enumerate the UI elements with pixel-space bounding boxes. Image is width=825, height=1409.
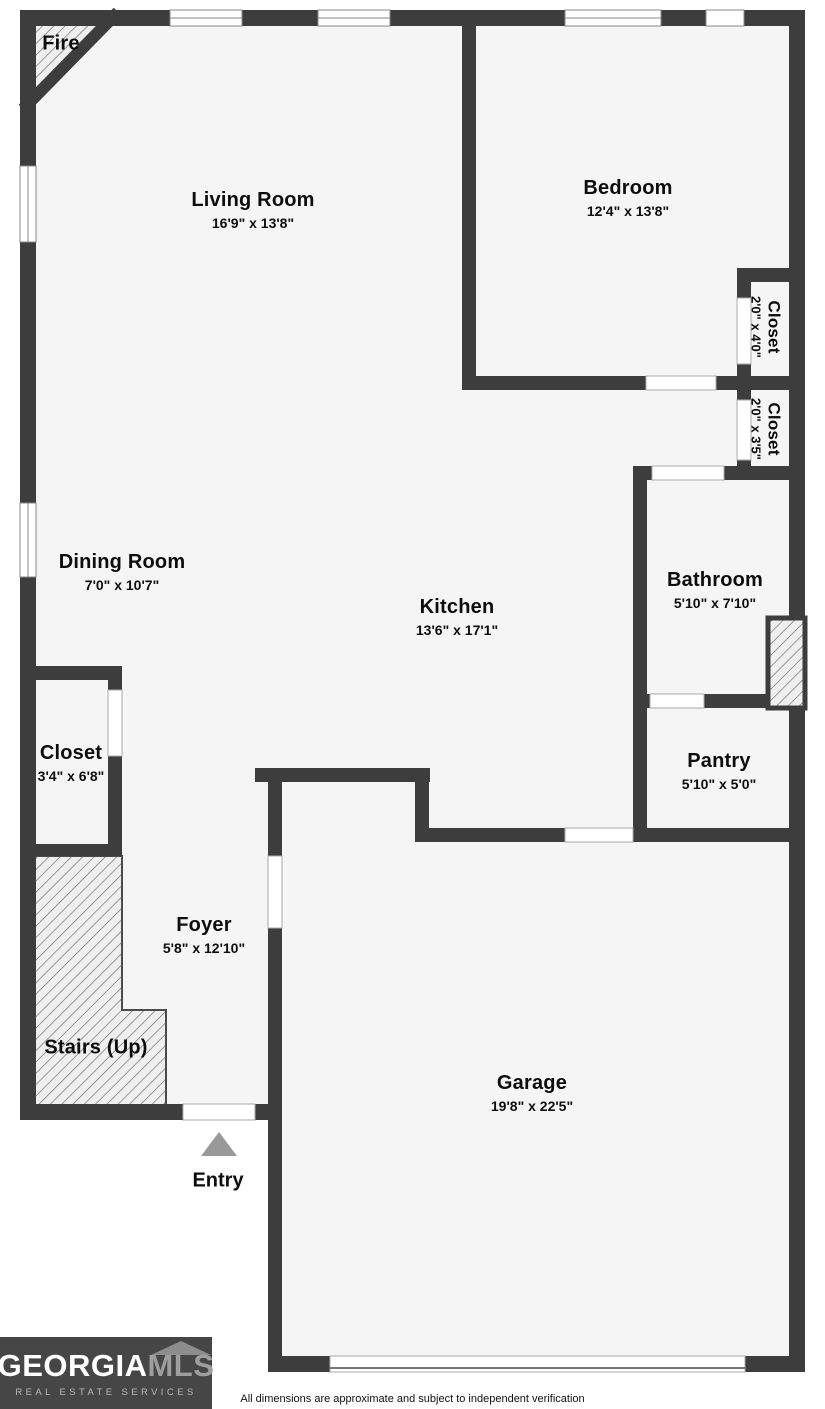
room-label-dining-room: Dining Room 7'0" x 10'7" — [59, 551, 186, 593]
room-label-fire: Fire — [42, 33, 79, 56]
wall — [20, 10, 805, 26]
room-label-kitchen: Kitchen 13'6" x 17'1" — [416, 596, 498, 638]
room-dimensions: 13'6" x 17'1" — [415, 621, 499, 638]
room-dimensions: 2'0" x 4'0" — [749, 296, 765, 358]
room-dimensions: 2'0" x 3'5" — [749, 398, 765, 460]
room-label-pantry: Pantry 5'10" x 5'0" — [682, 750, 756, 792]
wall — [462, 10, 476, 390]
logo-roof-icon — [150, 1341, 211, 1355]
utility-hatch — [765, 615, 808, 711]
door-opening — [645, 375, 717, 391]
room-name: Fire — [42, 32, 80, 55]
room-label-closet-mid: Closet 2'0" x 3'5" — [748, 398, 784, 460]
room-name: Bathroom — [666, 568, 764, 591]
room-name: Pantry — [687, 749, 751, 772]
wall — [255, 768, 430, 782]
door-opening — [736, 297, 752, 365]
windows — [19, 9, 745, 578]
door-openings — [107, 297, 752, 1373]
room-dimensions: 16'9" x 13'8" — [211, 214, 295, 231]
room-name: Closet — [764, 300, 784, 354]
wall — [20, 844, 122, 856]
georgia-mls-logo: GEORGIA MLS REAL ESTATE SERVICES — [0, 1337, 214, 1409]
room-name: Kitchen — [419, 595, 495, 618]
wall — [415, 768, 429, 842]
door-opening — [267, 855, 283, 929]
logo-wordmark: GEORGIA MLS — [0, 1341, 214, 1383]
entry-arrow-icon — [201, 1132, 237, 1156]
room-name: Bedroom — [583, 176, 673, 199]
room-name: Garage — [496, 1071, 568, 1094]
fireplace-hatch — [18, 7, 123, 114]
room-label-foyer: Foyer 5'8" x 12'10" — [163, 914, 245, 956]
wall — [462, 376, 805, 390]
door-opening — [649, 693, 705, 709]
room-name: Closet — [764, 402, 784, 456]
door-opening — [651, 465, 725, 481]
room-label-stairs: Stairs (Up) — [44, 1037, 147, 1060]
room-dimensions: 5'8" x 12'10" — [162, 939, 246, 956]
room-label-bathroom: Bathroom 5'10" x 7'10" — [667, 569, 763, 611]
entry-label: Entry — [192, 1169, 244, 1192]
room-name: Closet — [39, 741, 103, 764]
door-opening — [107, 689, 123, 757]
room-name: Dining Room — [58, 550, 186, 573]
disclaimer-text: All dimensions are approximate and subje… — [240, 1393, 585, 1405]
window — [705, 9, 745, 27]
logo-text-secondary: MLS — [147, 1341, 214, 1381]
logo-tagline: REAL ESTATE SERVICES — [15, 1387, 197, 1398]
wall — [20, 666, 122, 680]
door-opening — [736, 399, 752, 461]
garage-door-opening — [329, 1355, 746, 1373]
room-label-living-room: Living Room 16'9" x 13'8" — [191, 189, 314, 231]
room-label-closet-top: Closet 2'0" x 4'0" — [748, 296, 784, 358]
door-opening — [182, 1103, 256, 1121]
room-name: Foyer — [176, 913, 232, 936]
floor-area — [20, 10, 805, 1372]
room-dimensions: 12'4" x 13'8" — [586, 202, 670, 219]
wall — [633, 466, 647, 842]
room-dimensions: 19'8" x 22'5" — [490, 1097, 574, 1114]
room-label-garage: Garage 19'8" x 22'5" — [491, 1072, 573, 1114]
wall — [737, 268, 805, 282]
room-name: Stairs (Up) — [44, 1036, 148, 1059]
room-dimensions: 5'10" x 5'0" — [681, 775, 757, 792]
room-name: Living Room — [191, 188, 315, 211]
room-label-closet-left: Closet 3'4" x 6'8" — [38, 742, 105, 784]
room-label-bedroom: Bedroom 12'4" x 13'8" — [583, 177, 672, 219]
logo-text-primary: GEORGIA — [0, 1348, 148, 1383]
room-dimensions: 5'10" x 7'10" — [673, 594, 757, 611]
door-opening — [564, 827, 634, 843]
room-dimensions: 7'0" x 10'7" — [84, 576, 160, 593]
room-dimensions: 3'4" x 6'8" — [37, 767, 105, 784]
